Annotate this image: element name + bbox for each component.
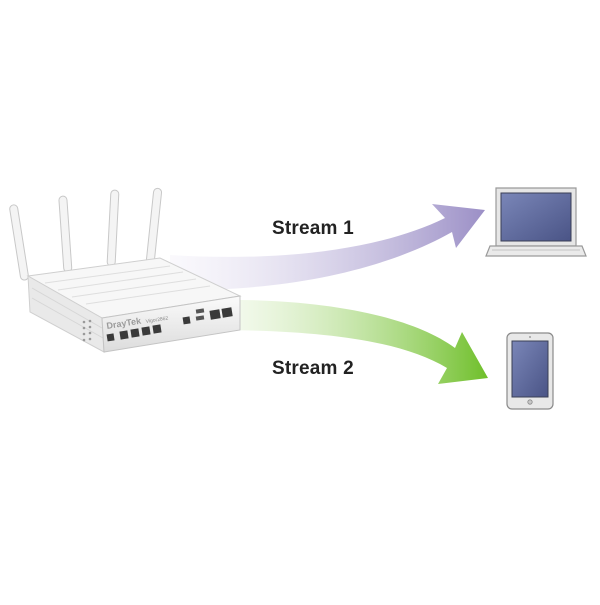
router-ports [106, 307, 233, 342]
router-model: Vigor2862 [145, 315, 169, 325]
tablet [506, 332, 554, 410]
tablet-home-button [527, 399, 533, 405]
router-front [101, 295, 241, 353]
router-usb-port [195, 315, 205, 321]
router-usb-port [195, 308, 205, 314]
router-port [209, 309, 221, 320]
router-port [152, 324, 162, 334]
antenna [9, 204, 29, 281]
antenna [145, 187, 163, 265]
stream-1-arrow [170, 204, 485, 291]
router-vents [44, 265, 211, 305]
router-port [130, 328, 140, 338]
antenna [58, 195, 73, 273]
stream-1-label: Stream 1 [272, 218, 354, 239]
stream-2-label: Stream 2 [272, 358, 354, 379]
router-port [182, 316, 191, 325]
router-port [221, 307, 233, 318]
laptop-screen [500, 192, 572, 242]
laptop-base [485, 245, 587, 257]
antenna [106, 189, 120, 267]
laptop [485, 187, 587, 257]
router: DrayTek Vigor2862 [9, 187, 242, 353]
router-port [106, 333, 115, 342]
router-port [119, 330, 129, 340]
stream-2-arrow [210, 299, 488, 384]
tablet-screen [511, 340, 549, 398]
router-port [141, 326, 151, 336]
router-leds [82, 319, 92, 342]
